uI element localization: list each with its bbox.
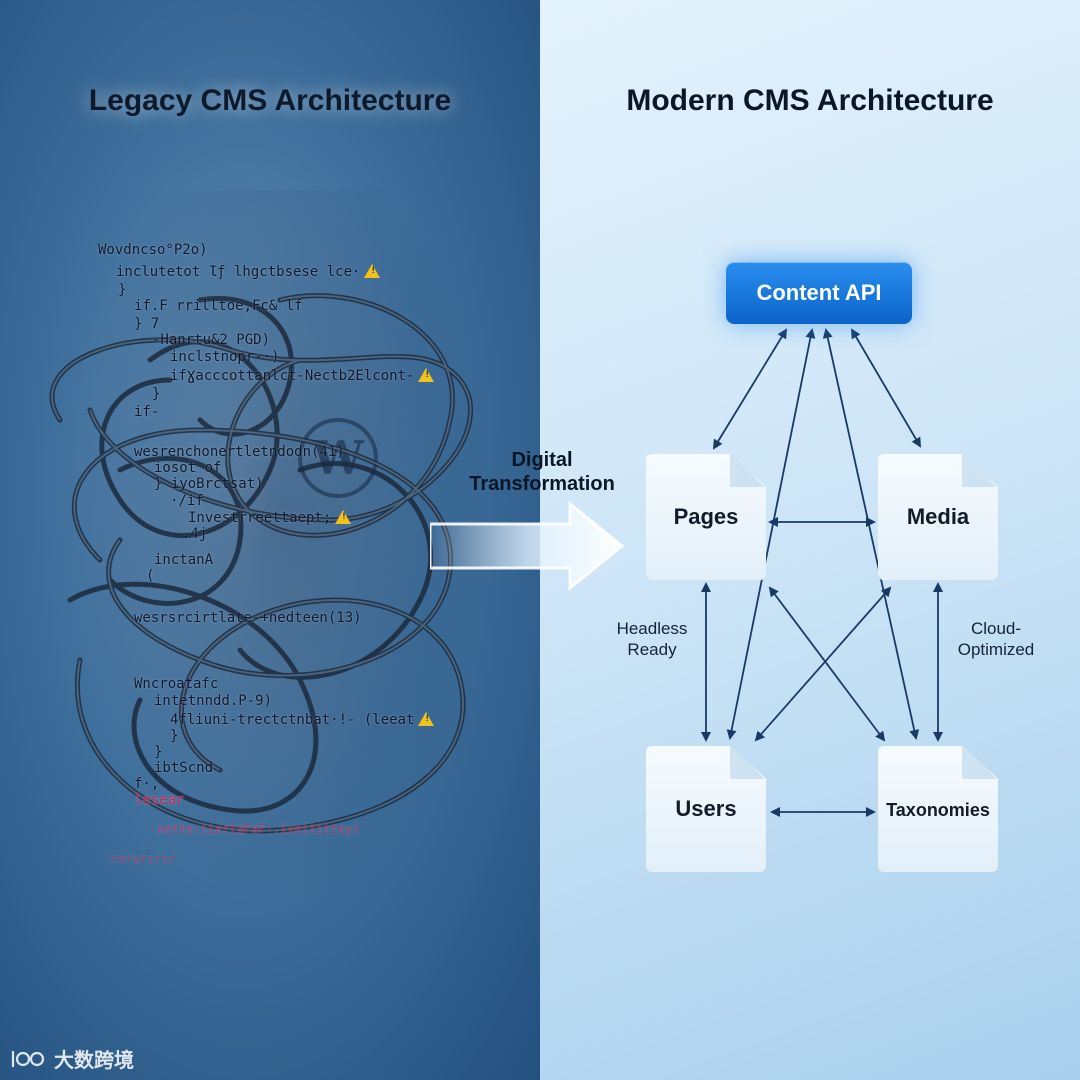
- users-node: Users: [646, 746, 766, 872]
- warning-icon: [335, 510, 352, 524]
- code-line: inctanA: [154, 552, 214, 568]
- code-line: ibtScnd: [154, 760, 214, 776]
- media-node: Media: [878, 454, 998, 580]
- code-line: inclutetot Ɩƒ lhgctbsese lce·: [116, 262, 381, 280]
- wordpress-logo-icon: W: [298, 418, 378, 498]
- warning-icon: [418, 368, 435, 382]
- content-api-node: Content API: [726, 262, 912, 324]
- warning-icon: [364, 264, 381, 278]
- code-line: 'rerwrsrsr: [104, 852, 177, 866]
- code-line: f·,: [134, 776, 160, 792]
- code-line: inclstnopr-·): [170, 349, 280, 365]
- code-line: lesear: [134, 792, 185, 808]
- code-line: if-: [134, 404, 160, 420]
- legacy-title: Legacy CMS Architecture: [88, 84, 452, 117]
- code-line: } iyoBrctsat): [154, 476, 264, 492]
- transformation-arrow-icon: [430, 500, 625, 592]
- code-line: (: [146, 568, 155, 584]
- code-line: if.F rrilltoe,Fc& lf: [134, 298, 303, 314]
- modern-title: Modern CMS Architecture: [626, 84, 994, 117]
- tangled-wires-illustration: [49, 293, 474, 834]
- code-line: .4j: [182, 526, 208, 542]
- code-line: iosot of: [154, 460, 222, 476]
- watermark-logo-icon: [11, 1050, 45, 1067]
- code-line: wesrenchonertletndodn(41): [134, 444, 345, 460]
- pages-node: Pages: [646, 454, 766, 580]
- code-line: }: [154, 744, 163, 760]
- watermark: 大数跨境: [10, 1044, 134, 1073]
- code-line: -Hanrtu&2 PGD): [152, 332, 271, 348]
- code-line: }: [170, 728, 179, 744]
- headless-ready-note: Headless Ready: [616, 619, 688, 659]
- taxonomies-label: Taxonomies: [886, 800, 990, 820]
- warning-icon: [418, 712, 435, 726]
- code-line: intetnndd.P-9): [154, 693, 273, 709]
- code-line: Wncroatafc: [134, 676, 219, 692]
- code-line: wesrsrcirtlate-+nedteen(13): [134, 610, 362, 626]
- watermark-text: 大数跨境: [54, 1050, 134, 1072]
- code-line: Investrreettaept;: [188, 508, 352, 526]
- code-line: Wovdncso°P2o): [98, 242, 208, 258]
- code-line: }: [118, 282, 127, 298]
- code-line: 4fliuni-trectctnbat·!- (leeat: [170, 710, 435, 728]
- code-line: ifƔacccottanlct-Nectb2Elcont-: [170, 366, 435, 384]
- code-line: ·nette:liertaFaF-.ivettittey): [150, 822, 360, 836]
- code-line: }: [152, 386, 161, 402]
- cloud-optimized-note: Cloud-Optimized: [957, 619, 1035, 659]
- transformation-label: Digital Transformation: [469, 449, 615, 495]
- code-line: ·/if: [170, 493, 204, 509]
- code-line: } 7: [134, 316, 160, 332]
- pages-label: Pages: [673, 504, 739, 529]
- taxonomies-node: Taxonomies: [878, 746, 998, 872]
- users-label: Users: [675, 796, 737, 821]
- media-label: Media: [906, 504, 970, 529]
